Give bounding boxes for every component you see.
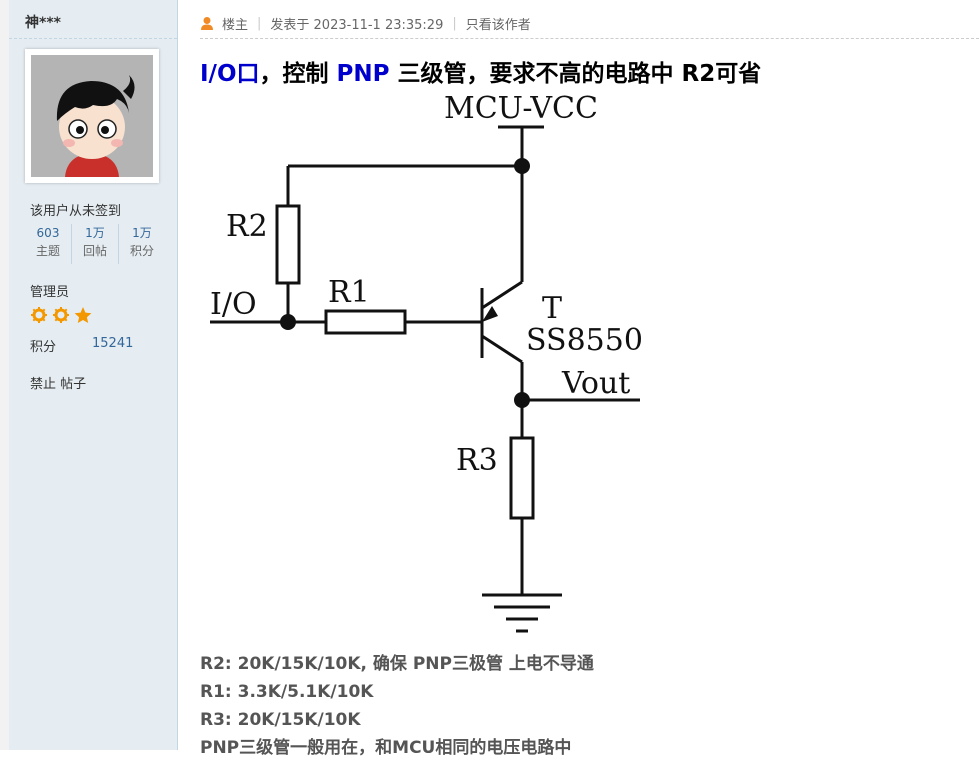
credits-label: 积分 — [30, 340, 57, 355]
user-group[interactable]: 管理员 — [30, 285, 70, 300]
username[interactable]: 神*** — [25, 15, 61, 31]
avatar[interactable] — [25, 49, 159, 183]
label-vout: Vout — [561, 366, 630, 401]
separator: | — [452, 15, 457, 31]
transistor-arrow — [482, 306, 498, 322]
credits-value: 15241 — [92, 336, 134, 351]
only-author-link[interactable]: 只看该作者 — [465, 17, 531, 33]
note-line: R3: 20K/15K/10K — [200, 710, 361, 730]
stat-threads[interactable]: 603 主题 — [25, 224, 72, 264]
stat-value: 1万 — [85, 226, 105, 240]
title-pnp: PNP — [336, 61, 390, 87]
stat-label: 回帖 — [82, 244, 107, 258]
op-label: 楼主 — [222, 17, 249, 33]
stat-value: 603 — [36, 226, 60, 240]
note-line: R1: 3.3K/5.1K/10K — [200, 682, 374, 702]
title-io: I/O口 — [200, 61, 260, 87]
stat-value: 1万 — [132, 226, 152, 240]
user-stats: 603 主题 1万 回帖 1万 积分 — [25, 224, 165, 264]
label-part: SS8550 — [526, 323, 643, 358]
stat-label: 积分 — [129, 244, 154, 258]
sun-icon — [53, 307, 69, 323]
stat-label: 主题 — [35, 244, 60, 258]
avatar-image — [31, 55, 153, 177]
separator: | — [257, 15, 262, 31]
rank-stars — [30, 306, 106, 328]
sign-status: 该用户从未签到 — [30, 204, 122, 219]
label-r3: R3 — [456, 443, 498, 478]
circuit-diagram: MCU-VCC R2 I/O R1 T SS8550 Vout R3 — [210, 91, 643, 633]
label-r1: R1 — [328, 275, 370, 310]
banned-status: 禁止 帖子 — [30, 377, 87, 392]
post-time: 发表于 2023-11-1 23:35:29 — [270, 17, 444, 33]
star-icon — [74, 307, 92, 323]
label-r2: R2 — [226, 209, 268, 244]
post-notes: R2: 20K/15K/10K, 确保 PNP三极管 上电不导通 R1: 3.3… — [200, 650, 594, 762]
sidebar-divider — [9, 38, 177, 39]
user-icon — [201, 17, 213, 30]
stat-credits[interactable]: 1万 积分 — [119, 224, 165, 264]
user-sidebar: 神*** 该用户从未签到 603 主题 1万 — [0, 0, 178, 750]
note-line: R2: 20K/15K/10K, 确保 PNP三极管 上电不导通 — [200, 654, 594, 674]
sun-icon — [31, 307, 47, 323]
label-io: I/O — [210, 287, 257, 322]
post-header: 楼主 | 发表于 2023-11-1 23:35:29 | 只看该作者 — [200, 8, 979, 39]
credits-row: 积分 15241 — [30, 336, 133, 355]
title-part2: 三级管，要求不高的电路中 R2可省 — [389, 61, 762, 87]
title-part1: ，控制 — [259, 61, 337, 87]
post-title: I/O口，控制 PNP 三级管，要求不高的电路中 R2可省 — [200, 54, 761, 88]
label-t: T — [542, 291, 562, 326]
note-line: PNP三级管一般用在，和MCU相同的电压电路中 — [200, 738, 572, 758]
label-vcc: MCU-VCC — [444, 91, 598, 126]
stat-posts[interactable]: 1万 回帖 — [72, 224, 119, 264]
